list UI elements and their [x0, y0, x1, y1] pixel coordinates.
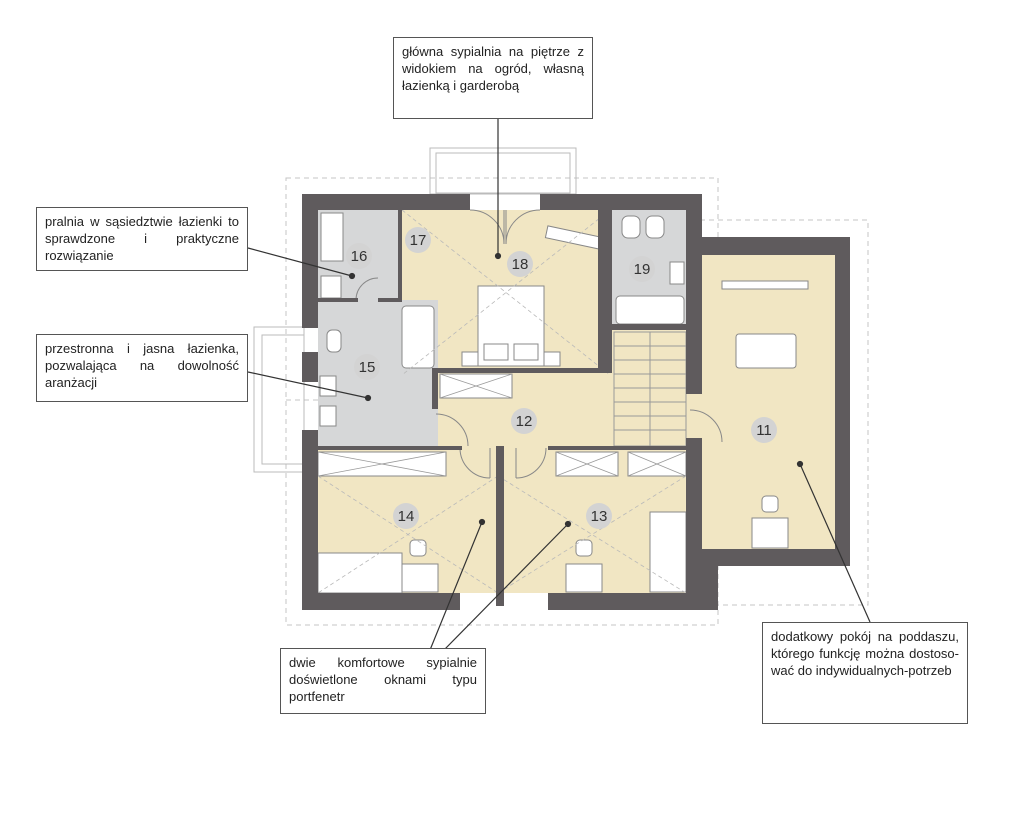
balcony — [429, 147, 577, 195]
room-badge-17: 17 — [405, 227, 431, 253]
doors — [355, 209, 723, 479]
bed-13 — [649, 511, 687, 593]
callout-bathroom: przestronna i jasna łazienka, pozwalając… — [36, 334, 248, 402]
chair-13 — [575, 539, 593, 557]
leader-lines — [247, 118, 871, 651]
desk-14 — [401, 563, 439, 593]
toilet-19b — [645, 215, 665, 239]
svg-text:11: 11 — [756, 422, 772, 439]
toilet-15 — [326, 329, 342, 353]
svg-text:14: 14 — [398, 508, 415, 525]
callout-bedrooms: dwie komfortowe sypialnie doświetlone ok… — [280, 648, 486, 714]
svg-text:19: 19 — [634, 261, 651, 278]
callout-laundry: pralnia w sąsiedztwie łazienki to sprawd… — [36, 207, 248, 271]
room-badge-12: 12 — [511, 408, 537, 434]
svg-text:15: 15 — [359, 359, 376, 376]
washer-16 — [320, 275, 342, 299]
room-badge-16: 16 — [346, 243, 372, 269]
chair-14 — [409, 539, 427, 557]
shower-16 — [320, 212, 344, 262]
sink-19 — [669, 261, 685, 285]
svg-text:16: 16 — [351, 248, 368, 265]
desk-11 — [751, 517, 789, 549]
svg-text:18: 18 — [512, 256, 529, 273]
toilet-19a — [621, 215, 641, 239]
walls — [302, 194, 850, 610]
stair-area — [612, 330, 690, 448]
bathtub-19 — [615, 295, 685, 325]
bed-14 — [317, 552, 403, 594]
window-bay — [253, 326, 305, 473]
room-badge-18: 18 — [507, 251, 533, 277]
room-17-floor — [402, 210, 438, 305]
room-badge-19: 19 — [629, 256, 655, 282]
wardrobe-marks — [317, 373, 687, 477]
sink-15b — [319, 405, 337, 427]
shelf-11 — [721, 280, 809, 290]
desk-13 — [565, 563, 603, 593]
callout-attic-room: dodatkowy pokój na poddaszu, którego fun… — [762, 622, 968, 724]
room-badge-13: 13 — [586, 503, 612, 529]
sofa-11 — [735, 333, 797, 369]
svg-text:13: 13 — [591, 508, 608, 525]
room-numbers: 11 12 13 14 15 16 17 18 19 — [346, 227, 777, 529]
room-badge-14: 14 — [393, 503, 419, 529]
room-diagonals — [317, 209, 687, 594]
sink-15a — [319, 375, 337, 397]
callout-master-bedroom: główna sypialnia na piętrze z widokiem n… — [393, 37, 593, 119]
svg-text:17: 17 — [410, 232, 427, 249]
room-badge-15: 15 — [354, 354, 380, 380]
bathtub-15 — [401, 305, 435, 369]
chair-11 — [761, 495, 779, 513]
svg-text:12: 12 — [516, 413, 533, 430]
room-badge-11: 11 — [751, 417, 777, 443]
